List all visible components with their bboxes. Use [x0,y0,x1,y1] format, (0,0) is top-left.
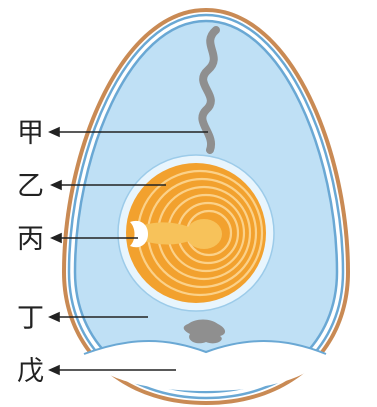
arrowhead-yi [52,181,61,189]
label-jia: 甲 [17,118,44,149]
label-ding: 丁 [17,303,44,334]
label-yi: 乙 [17,171,44,202]
arrowhead-wu [50,366,59,374]
label-bing: 丙 [17,224,44,255]
label-wu: 戊 [17,356,44,387]
arrowhead-ding [50,313,59,321]
arrowhead-bing [52,234,61,242]
arrowhead-jia [50,128,59,136]
latebra [186,219,222,249]
